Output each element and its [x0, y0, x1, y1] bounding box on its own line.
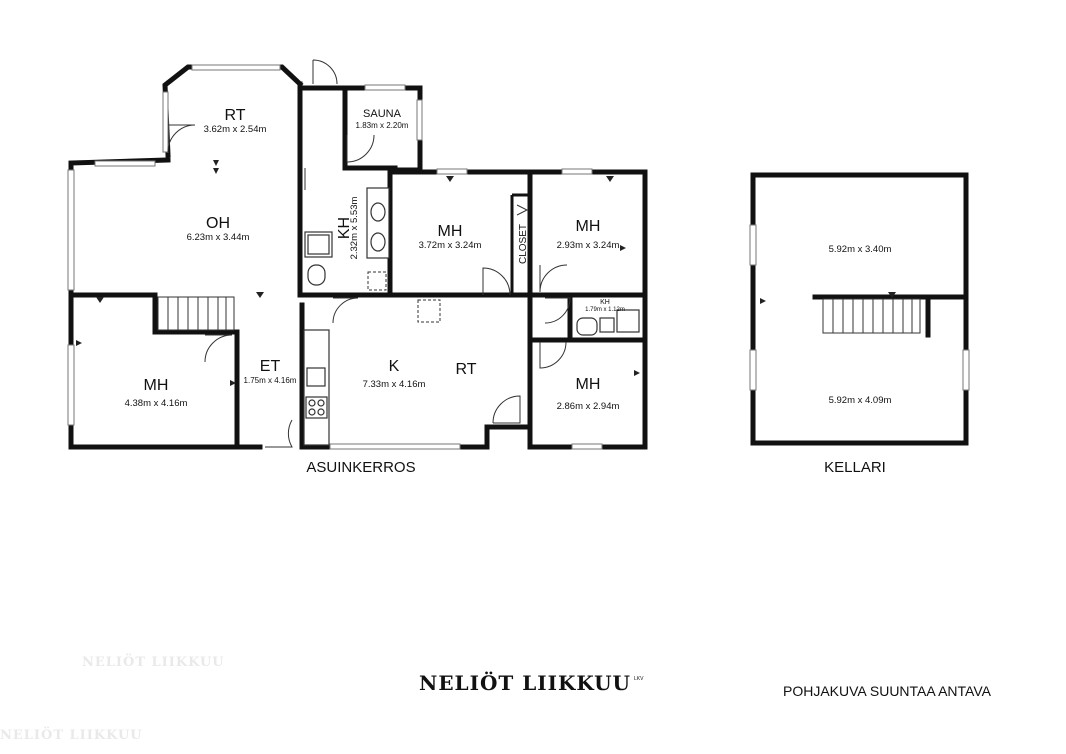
- room-mh-mid-name: MH: [438, 223, 463, 240]
- watermark-bottom: NELIÖT LIIKKUU: [0, 726, 143, 743]
- doors: [167, 59, 571, 448]
- room-mh-small-size: 2.86m x 2.94m: [557, 401, 620, 412]
- room-rt-top-size: 3.62m x 2.54m: [204, 124, 267, 135]
- brand-name: NELIÖT LIIKKUU: [419, 670, 631, 695]
- room-kellari-bottom-size: 5.92m x 4.09m: [829, 395, 892, 406]
- floor-title-basement: KELLARI: [824, 459, 886, 476]
- disclaimer-note: POHJAKUVA SUUNTAA ANTAVA: [783, 683, 992, 699]
- main-floor-windows: [67, 64, 603, 450]
- brand-suffix: LKV: [634, 676, 644, 682]
- room-closet-name: CLOSET: [518, 224, 529, 264]
- basement-walls: [749, 172, 970, 446]
- room-k-name: K: [389, 358, 400, 375]
- room-kh-name: KH: [336, 217, 353, 239]
- room-kh-small-name: KH: [600, 299, 610, 306]
- room-mh-right-size: 2.93m x 3.24m: [557, 240, 620, 251]
- fixtures: [303, 187, 640, 446]
- room-mh-left-name: MH: [144, 377, 169, 394]
- basement-stairs: [760, 292, 921, 334]
- room-rt-main-name: RT: [455, 361, 476, 378]
- room-mh-mid-size: 3.72m x 3.24m: [419, 240, 482, 251]
- room-sauna-size: 1.83m x 2.20m: [356, 121, 409, 130]
- room-et-size: 1.75m x 4.16m: [244, 376, 297, 385]
- watermark-top: NELIÖT LIIKKUU: [82, 653, 225, 670]
- room-k-size: 7.33m x 4.16m: [363, 379, 426, 390]
- room-rt-top-name: RT: [224, 107, 245, 124]
- room-sauna-name: SAUNA: [363, 108, 402, 120]
- measure-ticks: [76, 160, 640, 386]
- room-oh-name: OH: [206, 215, 230, 232]
- room-mh-right-name: MH: [576, 218, 601, 235]
- room-kellari-top-size: 5.92m x 3.40m: [829, 244, 892, 255]
- room-oh-size: 6.23m x 3.44m: [187, 232, 250, 243]
- room-mh-left-size: 4.38m x 4.16m: [125, 398, 188, 409]
- main-floor-stairs: [157, 296, 235, 331]
- floor-title-main: ASUINKERROS: [306, 459, 415, 476]
- room-kh-small-size: 1.79m x 1.12m: [585, 307, 625, 313]
- room-mh-small-name: MH: [576, 376, 601, 393]
- room-et-name: ET: [260, 358, 281, 375]
- room-kh-size: 2.32m x 5.53m: [349, 197, 360, 260]
- brand-logo: NELIÖT LIIKKUU LKV: [419, 670, 644, 695]
